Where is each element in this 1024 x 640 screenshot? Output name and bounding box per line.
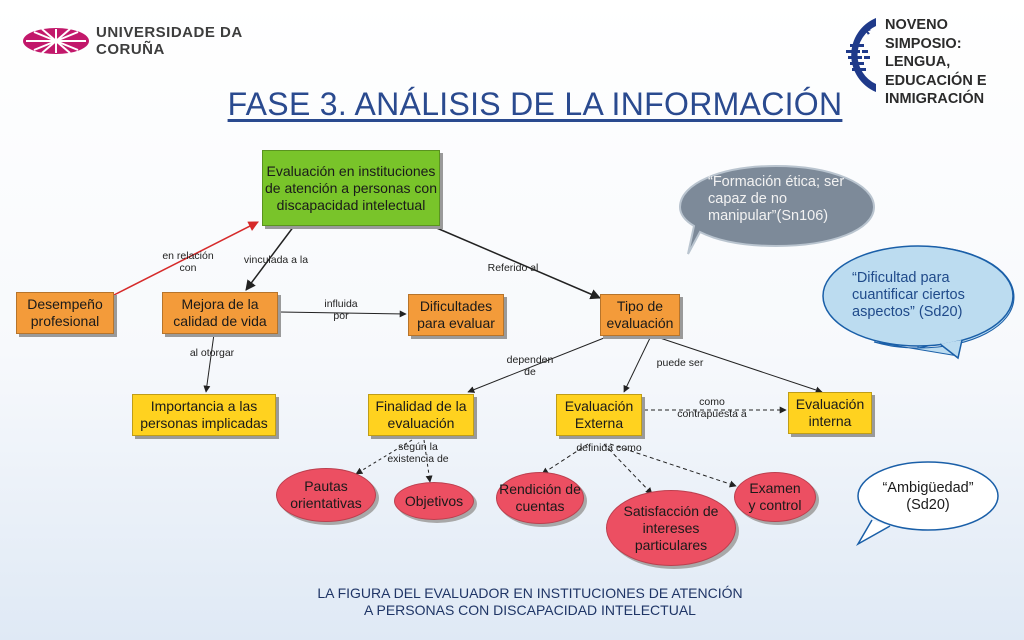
link-al-otorgar: al otorgar: [189, 347, 235, 359]
node-importancia: Importancia a las personas implicadas: [132, 394, 276, 436]
symposium-line-1: NOVENO SIMPOSIO:: [885, 17, 962, 52]
node-evaluacion-instituciones-label: Evaluación en instituciones de atención …: [264, 162, 437, 213]
node-examen-label: Examen y control: [748, 480, 802, 513]
node-tipo: Tipo de evaluación: [600, 294, 680, 336]
link-vinculada: vinculada a la: [243, 254, 309, 266]
footer-caption: LA FIGURA DEL EVALUADOR EN INSTITUCIONES…: [0, 585, 1024, 619]
arrow-finalidad-to-objetivos: [423, 439, 433, 483]
link-dependen: dependen de: [506, 354, 554, 378]
arrow-externa-to-rendicion: [541, 443, 589, 475]
link-referido: Referido al: [487, 262, 539, 274]
link-puede-ser: puede ser: [656, 357, 704, 369]
symposium-line-3: EDUCACIÓN E: [885, 72, 987, 89]
node-pautas: Pautas orientativas: [276, 468, 376, 522]
node-importancia-label: Importancia a las personas implicadas: [140, 398, 268, 431]
node-externa-label: Evaluación Externa: [564, 398, 634, 431]
university-name: UNIVERSIDADE DA CORUÑA: [96, 24, 243, 58]
link-definida: definida como: [576, 442, 642, 454]
university-logo: UNIVERSIDADE DA CORUÑA: [22, 24, 292, 58]
quote-bubble-3-body: [857, 461, 999, 531]
link-segun: según la existencia de: [387, 441, 449, 465]
node-mejora: Mejora de la calidad de vida: [162, 292, 278, 334]
quote-1: “Formación ética; ser capaz de no manipu…: [708, 174, 845, 224]
node-rendicion-label: Rendición de cuentas: [499, 481, 581, 514]
arrow-finalidad-to-pautas: [355, 439, 413, 475]
page-title: FASE 3. ANÁLISIS DE LA INFORMACIÓN: [227, 86, 843, 122]
node-examen: Examen y control: [734, 472, 816, 522]
arrow-externa-to-satisfaccion: [603, 443, 653, 495]
node-dificultades-label: Dificultades para evaluar: [417, 298, 495, 331]
arrow-mejora-to-dificultades: [279, 310, 407, 318]
quote-bubble-2-body: [822, 245, 1014, 347]
quote-bubble-3-tail: [855, 519, 891, 547]
symposium-logo-icon: *: [846, 18, 876, 92]
node-satisfaccion-label: Satisfacción de intereses particulares: [623, 502, 719, 553]
symposium-line-2: LENGUA,: [885, 54, 951, 70]
node-objetivos-label: Objetivos: [404, 492, 464, 509]
symposium-title: NOVENO SIMPOSIO: LENGUA, EDUCACIÓN E INM…: [885, 16, 1016, 109]
node-rendicion: Rendición de cuentas: [496, 472, 584, 524]
node-externa: Evaluación Externa: [556, 394, 642, 436]
node-mejora-label: Mejora de la calidad de vida: [173, 296, 267, 329]
node-pautas-label: Pautas orientativas: [290, 478, 362, 511]
arrow-tipo-to-externa: [623, 337, 651, 393]
arrow-evaluacion-to-mejora: [245, 225, 295, 291]
arrow-tipo-to-finalidad: [467, 337, 605, 393]
arrow-desempeno-to-evaluacion: [111, 221, 259, 297]
symposium-logo: * NOVENO SIMPOSIO: LENGUA, EDUCACIÓN E I…: [836, 14, 1016, 107]
node-tipo-label: Tipo de evaluación: [606, 298, 674, 331]
symposium-line-4: INMIGRACIÓN: [885, 91, 985, 107]
node-satisfaccion: Satisfacción de intereses particulares: [606, 490, 736, 566]
node-dificultades: Dificultades para evaluar: [408, 294, 504, 336]
node-desempeno: Desempeño profesional: [16, 292, 114, 334]
quote-bubble-2-tail: [939, 339, 963, 360]
arrow-mejora-to-importancia: [203, 333, 215, 393]
node-desempeno-label: Desempeño profesional: [27, 296, 103, 329]
node-evaluacion-instituciones: Evaluación en instituciones de atención …: [262, 150, 440, 226]
link-como-contrapuesta: como contrapuesta a: [677, 396, 747, 420]
quote-bubble-1-shape: [678, 164, 876, 255]
arrow-evaluacion-to-tipo: [431, 225, 601, 300]
university-crest-icon: [23, 28, 89, 54]
link-influida: influida por: [324, 298, 358, 322]
footer-line-2: A PERSONAS CON DISCAPACIDAD INTELECTUAL: [364, 602, 696, 618]
link-en-relacion: en relación con: [162, 250, 214, 274]
node-interna: Evaluación interna: [788, 392, 872, 434]
node-objetivos: Objetivos: [394, 482, 474, 520]
footer-line-1: LA FIGURA DEL EVALUADOR EN INSTITUCIONES…: [317, 585, 743, 601]
node-finalidad: Finalidad de la evaluación: [368, 394, 474, 436]
svg-text:*: *: [862, 22, 871, 47]
quote-3: “Ambigüedad” (Sd20): [882, 480, 974, 513]
quote-2: “Dificultad para cuantificar ciertos asp…: [852, 270, 965, 320]
arrow-externa-to-examen: [609, 443, 737, 488]
arrow-tipo-to-interna: [659, 337, 823, 394]
node-interna-label: Evaluación interna: [795, 396, 865, 429]
node-finalidad-label: Finalidad de la evaluación: [375, 398, 467, 431]
